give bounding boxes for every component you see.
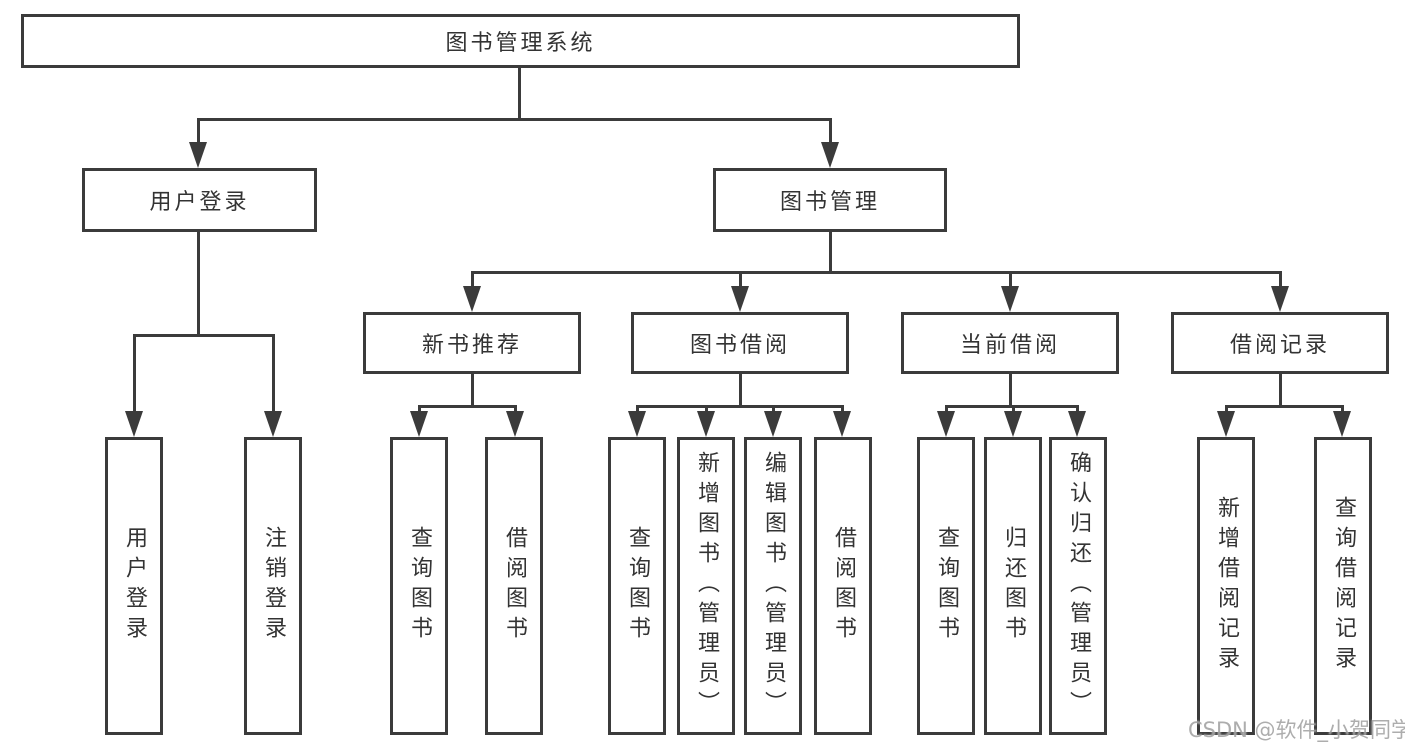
leaf-borrow-edit-book-admin: 编辑图书（管理员） — [744, 437, 802, 735]
leaf-borrow-query-book: 查询图书 — [608, 437, 666, 735]
arrow-down-icon — [506, 411, 524, 437]
leaf-current-query-book-label: 查询图书 — [934, 526, 959, 646]
connector-vline — [1009, 372, 1012, 408]
connector-hline — [636, 405, 843, 408]
node-book-borrow: 图书借阅 — [631, 312, 849, 374]
connector-vline — [197, 230, 200, 337]
leaf-user-login-label: 用户登录 — [122, 526, 147, 646]
arrow-down-icon — [821, 142, 839, 168]
leaf-borrow-add-book-admin: 新增图书（管理员） — [677, 437, 735, 735]
node-user-login: 用户登录 — [82, 168, 317, 232]
arrow-down-icon — [731, 286, 749, 312]
connector-hline — [133, 334, 275, 337]
node-root: 图书管理系统 — [21, 14, 1020, 68]
leaf-newbook-borrow-book-label: 借阅图书 — [502, 526, 527, 646]
node-user-login-label: 用户登录 — [149, 190, 250, 215]
arrow-down-icon — [937, 411, 955, 437]
leaf-newbook-borrow-book: 借阅图书 — [485, 437, 543, 735]
csdn-watermark: CSDN @软件_小贺同学 — [1188, 718, 1405, 742]
arrow-down-icon — [410, 411, 428, 437]
connector-vline — [197, 118, 200, 150]
arrow-down-icon — [764, 411, 782, 437]
node-current-borrow: 当前借阅 — [901, 312, 1119, 374]
leaf-borrow-add-book-admin-label: 新增图书（管理员） — [694, 451, 719, 721]
connector-vline — [471, 372, 474, 408]
node-new-book-recommend: 新书推荐 — [363, 312, 581, 374]
leaf-current-return-book-label: 归还图书 — [1001, 526, 1026, 646]
arrow-down-icon — [264, 411, 282, 437]
node-new-book-recommend-label: 新书推荐 — [421, 333, 522, 358]
arrow-down-icon — [463, 286, 481, 312]
leaf-borrow-borrow-book: 借阅图书 — [814, 437, 872, 735]
leaf-logout-login-label: 注销登录 — [261, 526, 286, 646]
leaf-record-add-borrow-record-label: 新增借阅记录 — [1214, 496, 1239, 676]
node-book-borrow-label: 图书借阅 — [689, 333, 790, 358]
leaf-record-add-borrow-record: 新增借阅记录 — [1197, 437, 1255, 735]
arrow-down-icon — [697, 411, 715, 437]
node-current-borrow-label: 当前借阅 — [959, 333, 1060, 358]
arrow-down-icon — [125, 411, 143, 437]
leaf-borrow-query-book-label: 查询图书 — [625, 526, 650, 646]
arrow-down-icon — [1271, 286, 1289, 312]
connector-vline — [1279, 372, 1282, 408]
leaf-record-query-borrow-record: 查询借阅记录 — [1314, 437, 1372, 735]
arrow-down-icon — [189, 142, 207, 168]
leaf-borrow-edit-book-admin-label: 编辑图书（管理员） — [761, 451, 786, 721]
connector-vline — [739, 372, 742, 408]
connector-vline — [1279, 271, 1282, 293]
connector-hline — [197, 118, 832, 121]
connector-vline — [829, 118, 832, 150]
connector-vline — [471, 271, 474, 293]
arrow-down-icon — [1333, 411, 1351, 437]
leaf-record-query-borrow-record-label: 查询借阅记录 — [1331, 496, 1356, 676]
arrow-down-icon — [1001, 286, 1019, 312]
leaf-current-confirm-return-admin-label: 确认归还（管理员） — [1066, 451, 1091, 721]
connector-vline — [133, 334, 136, 418]
leaf-current-query-book: 查询图书 — [917, 437, 975, 735]
connector-vline — [1009, 271, 1012, 293]
node-book-management: 图书管理 — [713, 168, 947, 232]
connector-hline — [471, 271, 1282, 274]
connector-vline — [272, 334, 275, 418]
connector-hline — [945, 405, 1078, 408]
arrow-down-icon — [1004, 411, 1022, 437]
arrow-down-icon — [628, 411, 646, 437]
leaf-newbook-query-book: 查询图书 — [390, 437, 448, 735]
connector-vline — [739, 271, 742, 293]
node-root-label: 图书管理系统 — [445, 31, 596, 56]
node-book-management-label: 图书管理 — [779, 190, 880, 215]
arrow-down-icon — [833, 411, 851, 437]
leaf-borrow-borrow-book-label: 借阅图书 — [831, 526, 856, 646]
connector-vline — [518, 66, 521, 120]
arrow-down-icon — [1217, 411, 1235, 437]
arrow-down-icon — [1068, 411, 1086, 437]
leaf-current-return-book: 归还图书 — [984, 437, 1042, 735]
leaf-current-confirm-return-admin: 确认归还（管理员） — [1049, 437, 1107, 735]
connector-hline — [418, 405, 517, 408]
leaf-newbook-query-book-label: 查询图书 — [407, 526, 432, 646]
leaf-user-login: 用户登录 — [105, 437, 163, 735]
node-borrow-record-label: 借阅记录 — [1229, 333, 1330, 358]
leaf-logout-login: 注销登录 — [244, 437, 302, 735]
connector-vline — [829, 230, 832, 274]
connector-hline — [1225, 405, 1343, 408]
node-borrow-record: 借阅记录 — [1171, 312, 1389, 374]
